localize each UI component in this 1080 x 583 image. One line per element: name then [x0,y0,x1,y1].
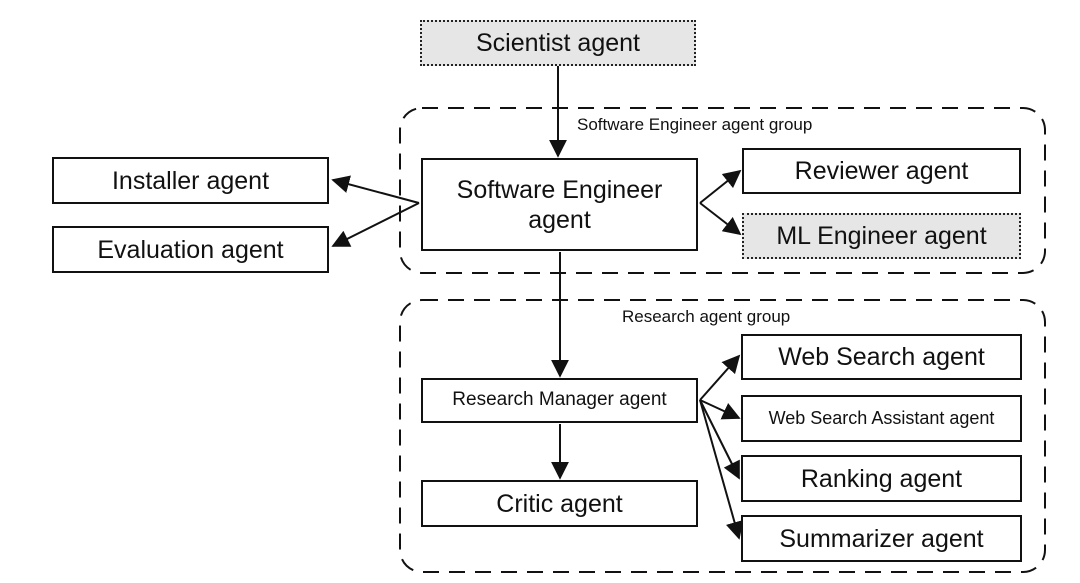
summarizer-agent-node: Summarizer agent [741,515,1022,562]
edge-research-manager-to-ranking [699,399,740,480]
edge-research-manager-to-summarizer [699,399,744,540]
installer-agent-node: Installer agent [52,157,329,204]
edge-software-engineer-to-evaluation [331,202,420,247]
edge-software-engineer-to-installer [331,175,420,204]
research-group-border [399,299,1046,573]
software-engineer-group-border [399,107,1046,274]
software-engineer-agent-node: Software Engineer agent [421,158,698,251]
edge-software-engineer-to-ml-engineer [699,202,742,236]
reviewer-agent-node: Reviewer agent [742,148,1021,194]
ml-engineer-agent-node: ML Engineer agent [742,213,1021,259]
edge-research-manager-to-web-search [699,354,741,401]
edge-software-engineer-to-reviewer [699,169,742,204]
evaluation-agent-node: Evaluation agent [52,226,329,273]
edge-research-manager-to-web-search-assistant [699,399,741,420]
research-group-label: Research agent group [622,307,791,326]
software-engineer-group-label: Software Engineer agent group [577,115,813,134]
web-search-agent-node: Web Search agent [741,334,1022,380]
research-manager-agent-node: Research Manager agent [421,378,698,423]
scientist-agent-node: Scientist agent [420,20,696,66]
ranking-agent-node: Ranking agent [741,455,1022,502]
web-search-assistant-agent-node: Web Search Assistant agent [741,395,1022,442]
critic-agent-node: Critic agent [421,480,698,527]
